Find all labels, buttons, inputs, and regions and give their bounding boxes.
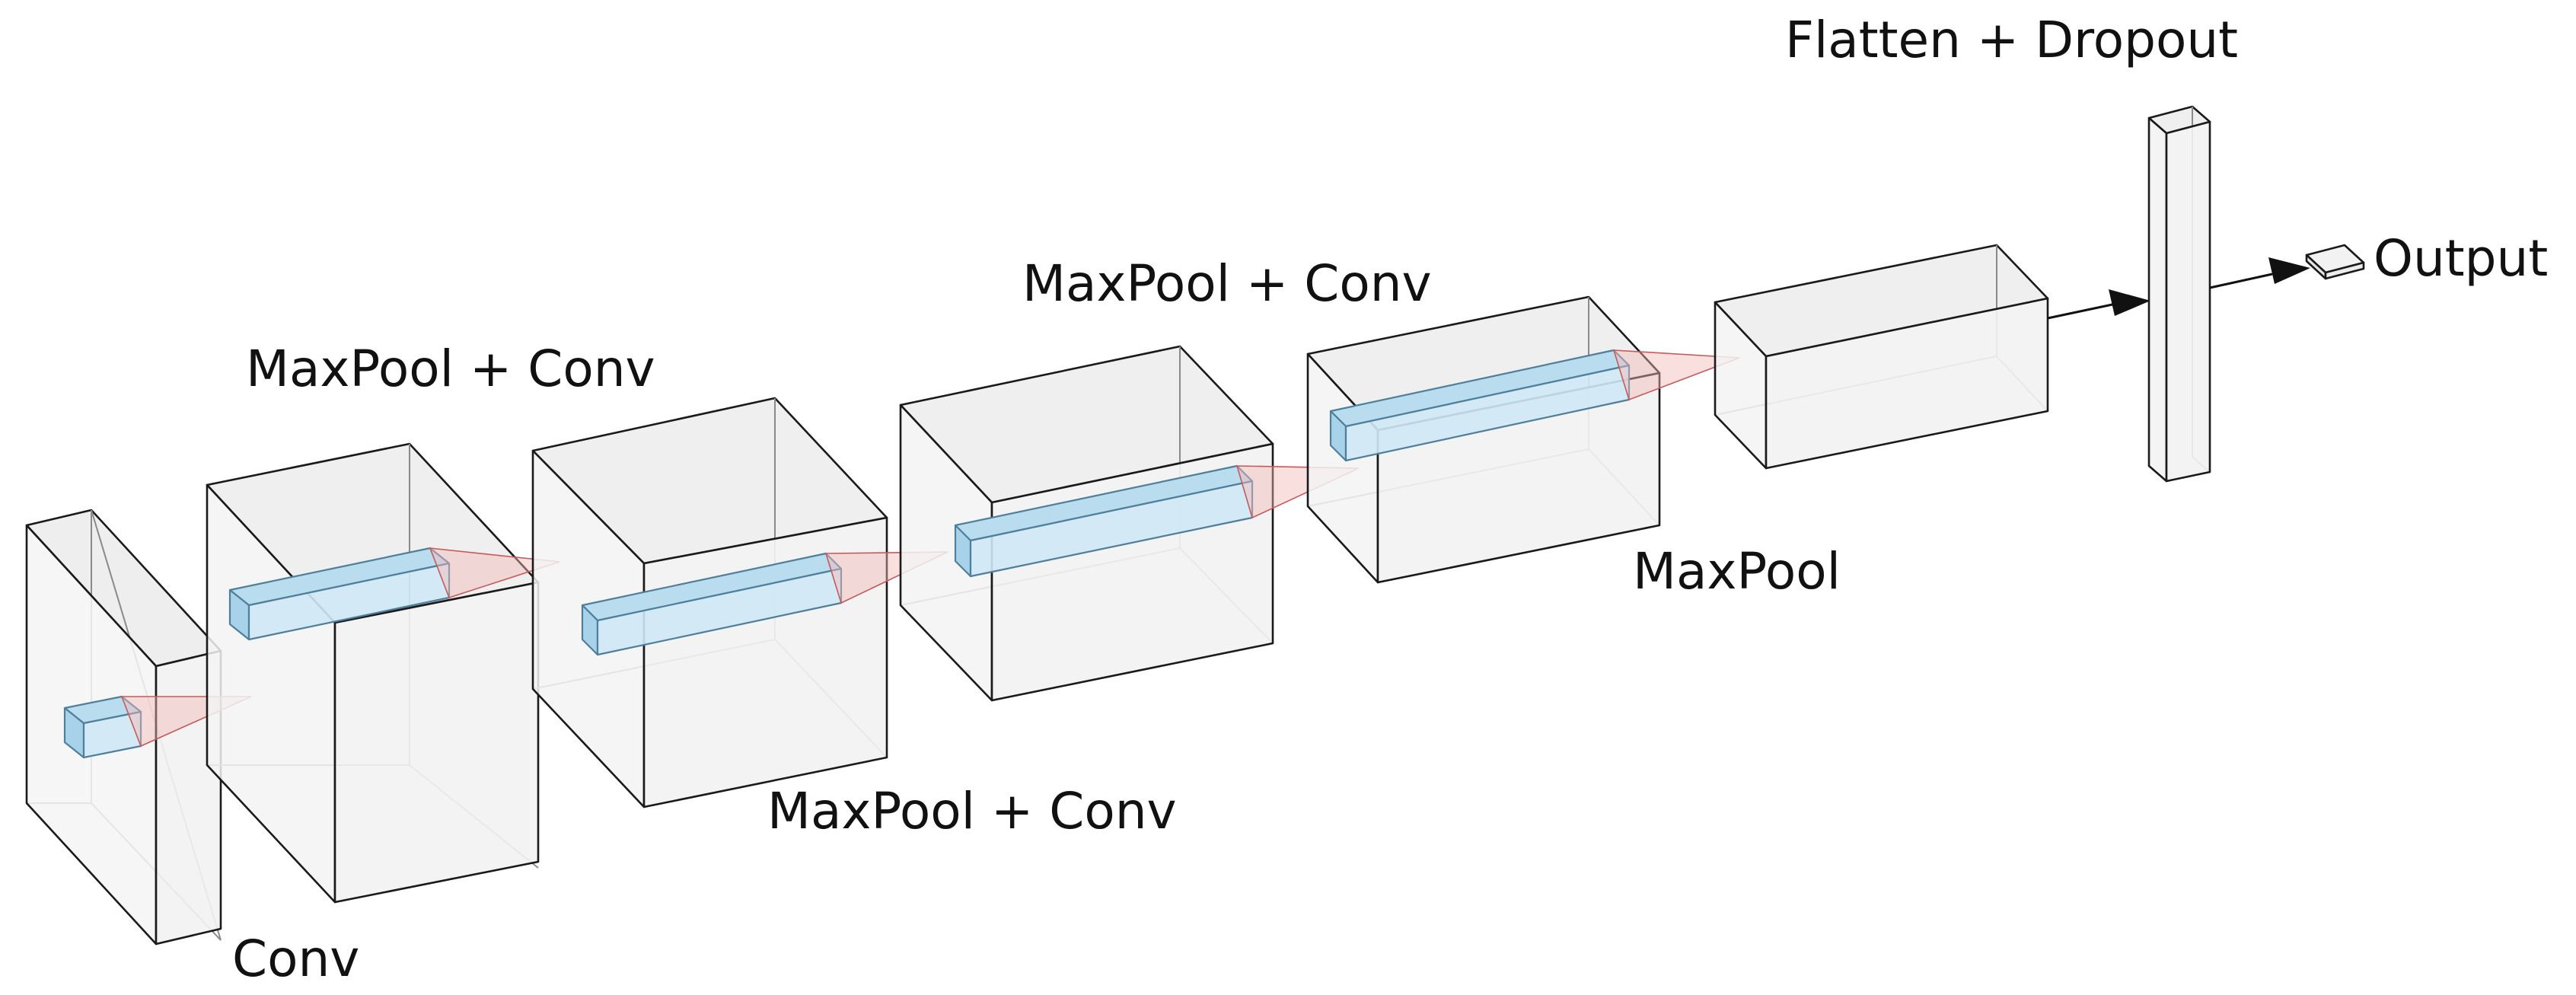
flatten-dropout-block (2147, 105, 2211, 483)
conv-kernel (228, 547, 451, 641)
maxpool-conv-block-3 (1306, 295, 1740, 584)
input-kernel (63, 695, 142, 759)
block-4-kernel (954, 464, 1254, 578)
label-output: Output (2374, 229, 2548, 288)
output-side-face (2324, 261, 2365, 280)
arrow-to-output (2209, 257, 2310, 289)
maxpool-block (1714, 244, 2049, 470)
input-block (25, 509, 252, 946)
label-conv: Conv (232, 930, 359, 988)
flatten-left-face (2147, 116, 2168, 483)
label-maxpool-conv-bottom: MaxPool + Conv (767, 782, 1177, 840)
input-block-front-face (155, 649, 222, 946)
arrow-to-flatten (2047, 289, 2150, 320)
block-5-cone (1612, 349, 1740, 401)
label-maxpool-conv-top-right: MaxPool + Conv (1022, 254, 1432, 313)
conv-block-front-face (333, 581, 540, 904)
block-6-front-face (1765, 297, 2049, 470)
conv-cone (429, 547, 560, 598)
maxpool-conv-block-2 (899, 345, 1360, 702)
label-maxpool-conv-top-left: MaxPool + Conv (246, 340, 655, 398)
flatten-front-face (2165, 120, 2211, 483)
label-flatten-dropout: Flatten + Dropout (1785, 11, 2238, 69)
block-5-kernel (1329, 349, 1631, 462)
output-block (2305, 244, 2365, 280)
maxpool-conv-block-1 (531, 397, 948, 808)
block-3-kernel (581, 552, 843, 656)
label-maxpool: MaxPool (1633, 542, 1841, 601)
conv-block (206, 442, 560, 904)
